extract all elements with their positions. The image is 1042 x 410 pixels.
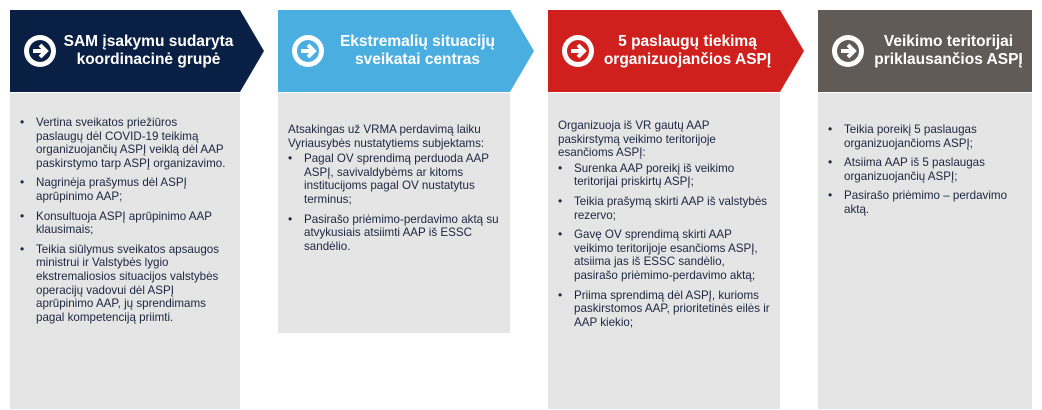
step-1-title: SAM įsakymu sudaryta koordinacinė grupė [63, 33, 234, 68]
step-4-title: Veikimo teritorijai priklausančios ASPĮ [874, 33, 1023, 68]
step-4-list: Teikia poreikį 5 paslaugas organizuojanč… [818, 123, 1022, 217]
list-item: Nagrinėja prašymus dėl ASPĮ aprūpinimo A… [10, 176, 226, 203]
step-1-list: Vertina sveikatos priežiūros paslaugų dė… [10, 116, 226, 324]
flow-arrow-2 [510, 10, 534, 92]
arrow-right-circle-icon [831, 34, 865, 68]
list-item: Gavę OV sprendimą skirti AAP veikimo ter… [548, 228, 770, 282]
list-item: Pagal OV sprendimą perduoda AAP ASPĮ, sa… [278, 152, 500, 206]
step-3-title: 5 paslaugų tiekimą organizuojančios ASPĮ [603, 33, 772, 68]
step-3-body: Organizuoja iš VR gautų AAP paskirstymą … [548, 93, 780, 409]
list-item: Priima sprendimą dėl ASPĮ, kurioms paski… [548, 289, 770, 330]
arrow-right-circle-icon [561, 34, 595, 68]
step-3-header: 5 paslaugų tiekimą organizuojančios ASPĮ [548, 10, 780, 92]
step-2-list: Pagal OV sprendimą perduoda AAP ASPĮ, sa… [278, 152, 500, 253]
step-1-body: Vertina sveikatos priežiūros paslaugų dė… [10, 93, 240, 409]
step-2-body: Atsakingas už VRMA perdavimą laiku Vyria… [278, 93, 510, 333]
list-item: Teikia poreikį 5 paslaugas organizuojanč… [818, 123, 1022, 150]
list-item: Pasirašo priėmimo – perdavimo aktą. [818, 189, 1022, 216]
list-item: Konsultuoja ASPĮ aprūpinimo AAP klausima… [10, 210, 226, 237]
step-2-intro: Atsakingas už VRMA perdavimą laiku Vyria… [288, 123, 485, 150]
arrow-right-circle-icon [23, 34, 57, 68]
list-item: Atsiima AAP iš 5 paslaugas organizuojanč… [818, 156, 1022, 183]
step-3-intro: Organizuoja iš VR gautų AAP paskirstymą … [558, 119, 716, 160]
list-item: Vertina sveikatos priežiūros paslaugų dė… [10, 116, 226, 170]
step-4-header: Veikimo teritorijai priklausančios ASPĮ [818, 10, 1032, 92]
step-3-list: Surenka AAP poreikį iš veikimo teritorij… [548, 162, 770, 330]
flow-arrow-3 [780, 10, 804, 92]
list-item: Pasirašo priėmimo-perdavimo aktą su atvy… [278, 213, 500, 254]
flow-arrow-1 [240, 10, 264, 92]
step-2-header: Ekstremalių situacijų sveikatai centras [278, 10, 510, 92]
step-1-header: SAM įsakymu sudaryta koordinacinė grupė [10, 10, 240, 92]
arrow-right-circle-icon [291, 34, 325, 68]
list-item: Surenka AAP poreikį iš veikimo teritorij… [548, 162, 770, 189]
list-item: Teikia prašymą skirti AAP iš valstybės r… [548, 195, 770, 222]
step-4-body: Teikia poreikį 5 paslaugas organizuojanč… [818, 93, 1032, 409]
step-2-title: Ekstremalių situacijų sveikatai centras [339, 33, 496, 68]
list-item: Teikia siūlymus sveikatos apsaugos minis… [10, 243, 226, 325]
